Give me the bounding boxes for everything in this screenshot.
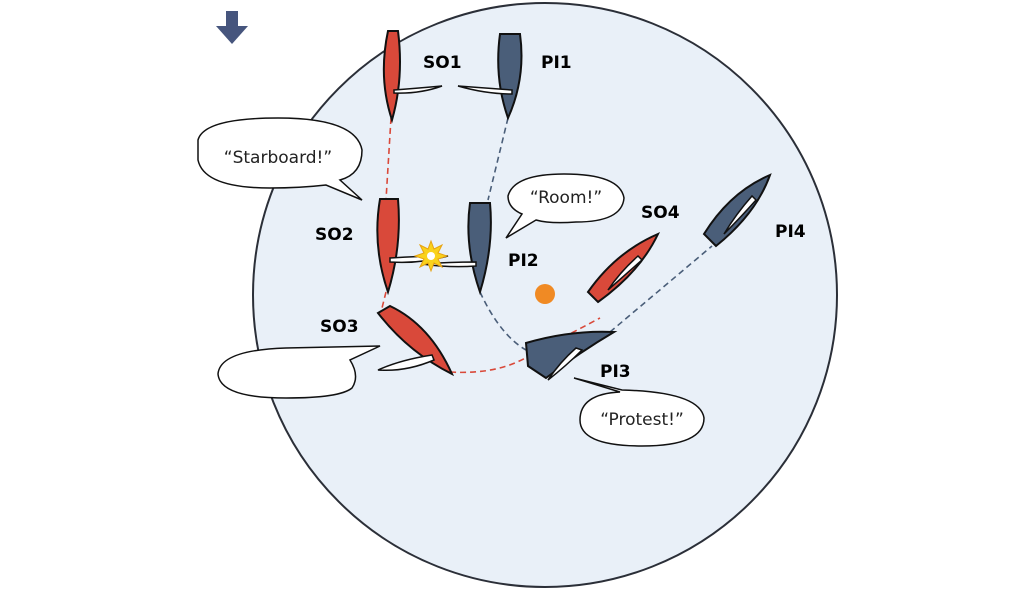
boat-so2 [376, 198, 449, 296]
boat-so3 [376, 304, 455, 377]
boat-so4 [586, 232, 661, 304]
label-so4: SO4 [641, 203, 680, 223]
bubble-protest: “Protest!” [573, 377, 705, 447]
down-arrow-icon [216, 11, 248, 44]
label-pi2: PI2 [508, 251, 539, 271]
label-pi4: PI4 [775, 222, 806, 242]
label-so3: SO3 [320, 317, 359, 337]
label-so2: SO2 [315, 225, 354, 245]
bubble-empty [217, 345, 381, 399]
bubble-room-text: “Room!” [530, 188, 602, 208]
boat-pi1 [457, 33, 523, 121]
bubble-room: “Room!” [505, 173, 625, 239]
label-so1: SO1 [423, 53, 462, 73]
boat-pi3 [524, 330, 618, 381]
starburst-icon [413, 239, 449, 273]
boat-so1 [382, 30, 443, 124]
port-track-line [479, 117, 713, 351]
bubble-starboard: “Starboard!” [197, 117, 363, 201]
label-pi1: PI1 [541, 53, 572, 73]
label-pi3: PI3 [600, 362, 631, 382]
boat-pi4 [702, 173, 772, 248]
bubble-starboard-text: “Starboard!” [224, 148, 332, 168]
bubble-protest-text: “Protest!” [600, 410, 684, 430]
mark-buoy-icon [535, 284, 555, 304]
